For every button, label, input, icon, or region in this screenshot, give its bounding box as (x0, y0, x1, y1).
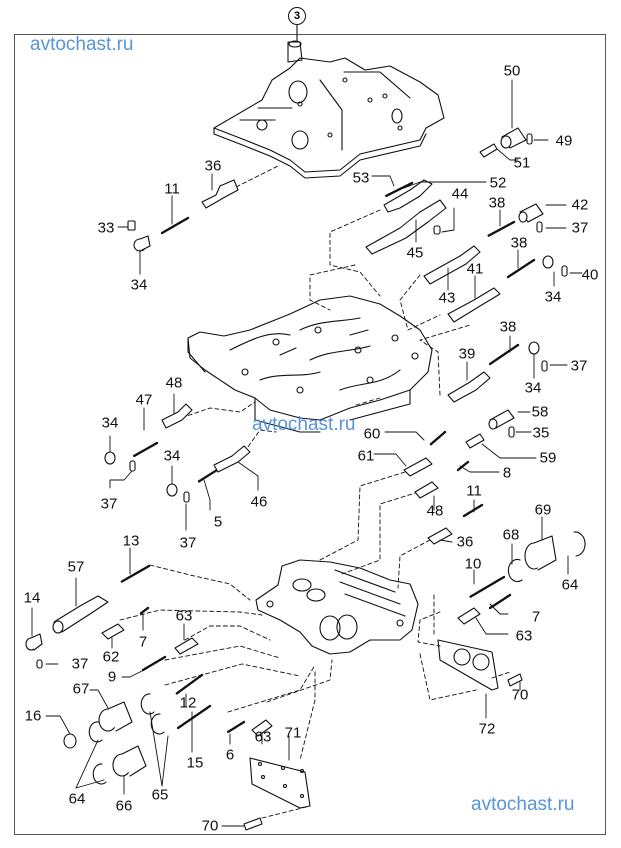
callout-16: 16 (24, 707, 42, 725)
callout-6: 6 (225, 746, 235, 764)
callout-44: 44 (451, 185, 469, 203)
callout-45: 45 (406, 244, 424, 262)
callout-34: 34 (130, 276, 148, 294)
callout-61: 61 (357, 447, 375, 465)
callout-67: 67 (72, 680, 90, 698)
callout-46: 46 (250, 493, 268, 511)
callout-43: 43 (438, 289, 456, 307)
callout-49: 49 (555, 132, 573, 150)
callout-53: 53 (352, 169, 370, 187)
lower-valve-body (255, 559, 419, 655)
callout-11: 11 (164, 180, 180, 198)
callout-11: 11 (466, 482, 482, 500)
callout-9: 9 (107, 668, 117, 686)
middle-valve-body (187, 295, 433, 433)
callout-39: 39 (458, 345, 476, 363)
snap-rings (88, 531, 586, 785)
callout-37: 37 (179, 534, 197, 552)
callout-62: 62 (102, 648, 120, 666)
springs (119, 181, 536, 734)
callout-7: 7 (531, 608, 541, 626)
callout-10: 10 (464, 555, 482, 573)
callout-34: 34 (101, 414, 119, 432)
callout-69: 69 (534, 501, 552, 519)
callout-50: 50 (503, 62, 521, 80)
callout-34: 34 (524, 379, 542, 397)
callout-8: 8 (502, 464, 512, 482)
callout-59: 59 (539, 449, 557, 467)
callout-70: 70 (511, 686, 529, 704)
callout-64: 64 (561, 576, 579, 594)
diagram-frame (14, 34, 606, 835)
assembly-callout: 3 (288, 7, 306, 25)
callout-37: 37 (570, 357, 588, 375)
callout-36: 36 (456, 533, 474, 551)
callout-63: 63 (254, 728, 272, 746)
callout-48: 48 (165, 374, 183, 392)
callout-65: 65 (151, 786, 169, 804)
callout-38: 38 (499, 318, 517, 336)
gasket-72 (437, 639, 499, 691)
callout-57: 57 (67, 558, 85, 576)
callout-33: 33 (97, 219, 115, 237)
callout-35: 35 (532, 424, 550, 442)
callout-15: 15 (186, 754, 204, 772)
callout-37: 37 (100, 495, 118, 513)
callout-47: 47 (135, 391, 153, 409)
callout-41: 41 (466, 260, 484, 278)
callout-34: 34 (544, 288, 562, 306)
callout-60: 60 (363, 425, 381, 443)
leader-lines (31, 79, 583, 827)
callout-63: 63 (515, 627, 533, 645)
callout-51: 51 (513, 154, 531, 172)
callout-52: 52 (489, 174, 507, 192)
callout-7: 7 (138, 633, 148, 651)
callout-5: 5 (213, 513, 223, 531)
callout-13: 13 (122, 532, 140, 550)
callout-63: 63 (175, 607, 193, 625)
callout-38: 38 (488, 194, 506, 212)
callout-36: 36 (204, 157, 222, 175)
watermark-bottom-right: avtochast.ru (471, 794, 575, 815)
callout-12: 12 (179, 694, 197, 712)
callout-66: 66 (115, 797, 133, 815)
callout-14: 14 (23, 589, 41, 607)
callout-70: 70 (201, 817, 219, 835)
callout-38: 38 (510, 234, 528, 252)
watermark-top-left: avtochast.ru (30, 34, 134, 55)
plate-71 (249, 757, 311, 809)
callout-34: 34 (163, 447, 181, 465)
callout-37: 37 (71, 655, 89, 673)
callout-64: 64 (68, 790, 86, 808)
callout-37: 37 (571, 219, 589, 237)
watermark-center: avtochast.ru (252, 414, 356, 435)
callout-71: 71 (284, 724, 302, 742)
valve-parts (25, 127, 568, 831)
callout-42: 42 (571, 196, 589, 214)
assembly-guides (119, 164, 511, 819)
callout-48: 48 (426, 502, 444, 520)
callout-40: 40 (581, 266, 599, 284)
callout-72: 72 (478, 720, 496, 738)
callout-58: 58 (531, 403, 549, 421)
upper-valve-body (213, 40, 445, 179)
callout-68: 68 (502, 526, 520, 544)
